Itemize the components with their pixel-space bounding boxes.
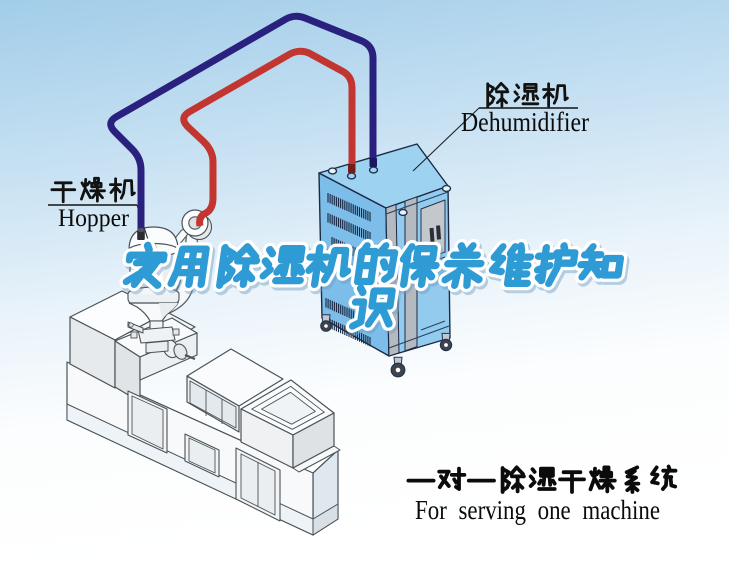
svg-text:Hopper: Hopper	[58, 205, 130, 232]
svg-text:For serving one machine: For serving one machine	[415, 495, 660, 525]
svg-text:Dehumidifier: Dehumidifier	[461, 107, 589, 137]
